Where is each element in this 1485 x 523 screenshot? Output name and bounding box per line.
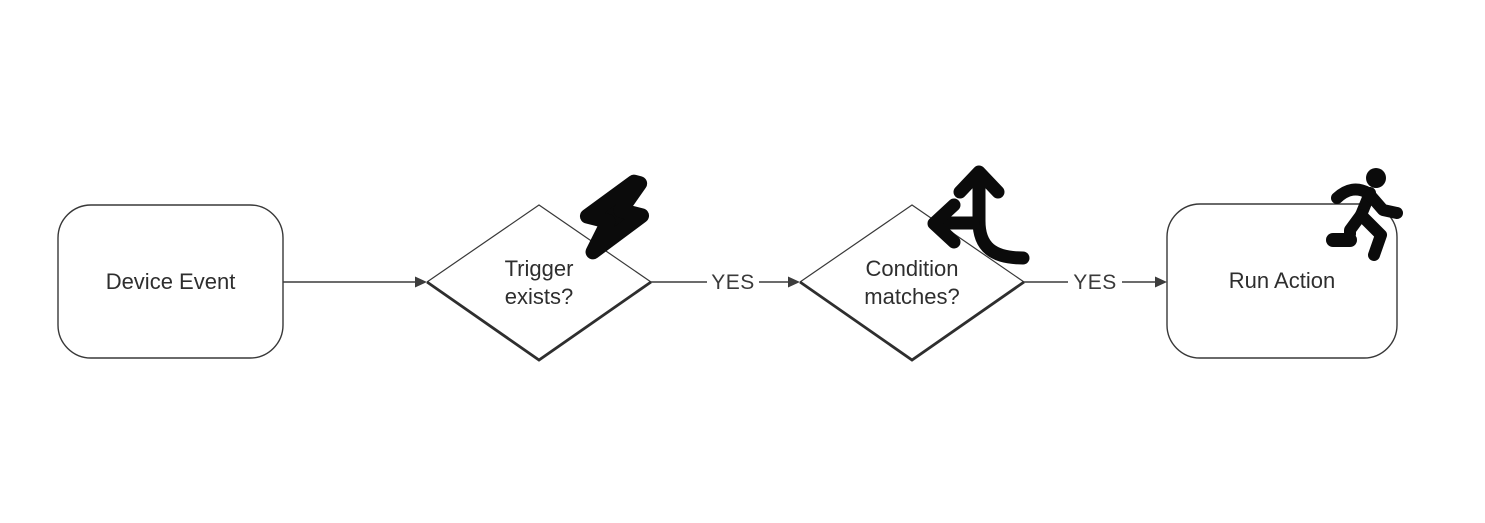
edge-device-to-trigger (283, 276, 427, 288)
arrowhead-icon (415, 276, 427, 288)
node-device-event-label: Device Event (105, 268, 236, 294)
arrowhead-icon (788, 276, 800, 288)
arrowhead-icon (1155, 276, 1167, 288)
node-trigger-exists-label: Trigger exists? (504, 255, 574, 309)
node-condition-matches-label: Condition matches? (864, 255, 960, 309)
node-condition-matches-shape (799, 204, 1025, 362)
node-run-action-label: Run Action (1228, 268, 1336, 293)
fork-arrows-icon (927, 165, 1030, 265)
edge-condition-to-run (1024, 276, 1167, 288)
edge-label-yes-2: YES (1073, 271, 1117, 294)
edge-label-yes-1: YES (711, 271, 755, 294)
lightning-bolt-icon (579, 174, 650, 260)
running-person-icon (1326, 168, 1403, 261)
edge-trigger-to-condition (651, 276, 800, 288)
